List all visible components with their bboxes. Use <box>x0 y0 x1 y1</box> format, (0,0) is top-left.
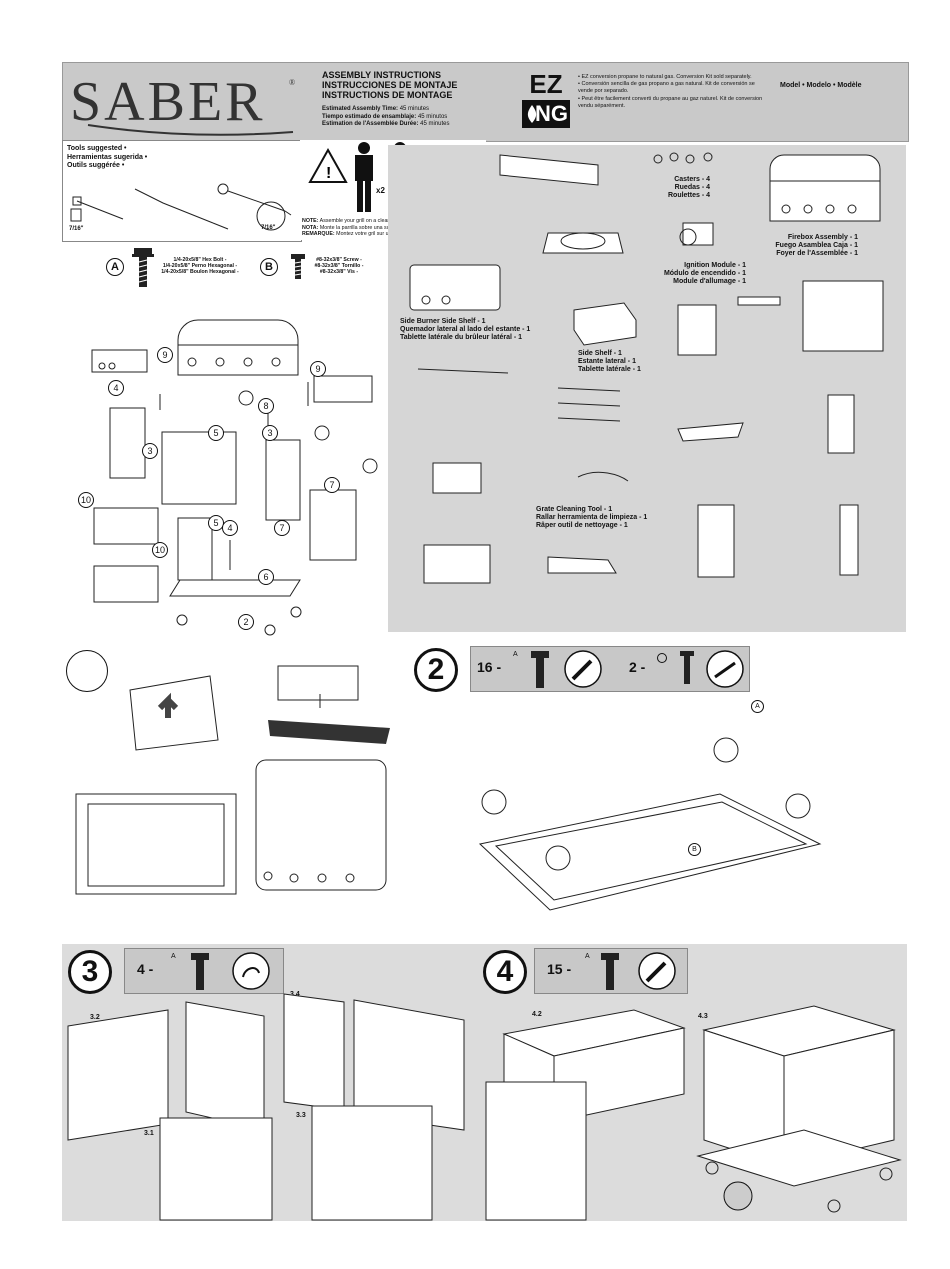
note-es: NOTA: Monte la parrilla sobre una superf… <box>302 224 441 231</box>
callout-9b: 9 <box>310 361 326 377</box>
callout-6: 6 <box>258 569 274 585</box>
exploded-view-diagram <box>91 319 378 636</box>
header-bar <box>62 62 909 142</box>
step-1-circle <box>66 650 108 692</box>
step-3-qty: 4 - <box>137 961 154 977</box>
ez-ng-logo: EZ NG <box>522 70 570 130</box>
step-2-label-b: B <box>688 843 701 856</box>
step-3-4-label: 3.4 <box>290 991 300 998</box>
step-3-letter: A <box>171 953 176 960</box>
hex-bolt-icon <box>531 651 549 688</box>
tools-label-en: Tools suggested • <box>67 145 127 152</box>
step-2-hardware-box: 16 - A 2 - <box>470 646 750 692</box>
step-2-qty-a: 16 - <box>477 659 502 675</box>
step-1-diagram <box>75 665 390 895</box>
tools-label-es: Herramientas sugerida • <box>67 153 148 161</box>
hex-bolt-icon <box>132 248 154 287</box>
step-2-letter-a: A <box>513 651 518 658</box>
screw-icon <box>291 254 305 279</box>
step-3-2-label: 3.2 <box>90 1014 100 1021</box>
step-4-3-label: 4.3 <box>698 1013 708 1020</box>
person-multiplier: x2 <box>376 186 385 195</box>
step-2-diagram <box>478 737 822 911</box>
callout-3b: 3 <box>262 425 278 441</box>
step-2-number: 2 <box>414 648 458 692</box>
step-3-hardware-box: 4 - A <box>124 948 284 994</box>
tools-label-fr: Outils suggérée • <box>67 162 125 169</box>
hex-bolt-icon <box>601 953 619 990</box>
hand-tighten-icon <box>232 952 270 990</box>
callout-5a: 5 <box>208 425 224 441</box>
step-4-number: 4 <box>483 950 527 994</box>
assembly-titles: ASSEMBLY INSTRUCTIONS INSTRUCCIONES DE M… <box>322 70 512 129</box>
step-3-number: 3 <box>68 950 112 994</box>
tool-size-left: 7/16" <box>69 226 84 232</box>
time-line-fr: Estimation de l'Assemblée Durée: 45 minu… <box>322 121 450 127</box>
warning-icon <box>308 147 348 183</box>
ez-conversion-notes: • EZ conversion propane to natural gas. … <box>578 74 768 110</box>
step-2-qty-b: 2 - <box>629 659 646 675</box>
callout-7a: 7 <box>324 477 340 493</box>
hardware-a-badge: A <box>106 258 124 276</box>
wrench-icon <box>638 952 676 990</box>
note-en: NOTE: Assemble your grill on a clean, le… <box>302 218 425 224</box>
step-2-b-badge <box>657 653 667 663</box>
callout-4a: 4 <box>108 380 124 396</box>
step-4-hardware-box: 15 - A <box>534 948 688 994</box>
callout-4b: 4 <box>222 520 238 536</box>
callout-10b: 10 <box>152 542 168 558</box>
ez-note-en: • EZ conversion propane to natural gas. … <box>578 74 752 80</box>
step-3-3-label: 3.3 <box>296 1112 306 1119</box>
wrench-icon <box>564 650 602 688</box>
hex-bolt-icon <box>191 953 209 990</box>
saber-logo: SABER ® <box>68 70 298 136</box>
step-4-2-label: 4.2 <box>532 1011 542 1018</box>
callout-7b: 7 <box>274 520 290 536</box>
hardware-a-desc: 1/4-20x5/8" Hex Bolt -1/4-20x5/8" Perno … <box>161 257 239 276</box>
time-line-es: Tiempo estimado de ensamblaje: 45 minuto… <box>322 113 448 120</box>
model-label: Model • Modelo • Modèle <box>780 82 862 89</box>
callout-9a: 9 <box>157 347 173 363</box>
hardware-b-badge: B <box>260 258 278 276</box>
registered-mark: ® <box>289 78 298 87</box>
callout-2: 2 <box>238 614 254 630</box>
step-3-diagram <box>67 993 465 1221</box>
time-line-en: Estimated Assembly Time: 45 minutes <box>322 106 430 112</box>
callout-10a: 10 <box>78 492 94 508</box>
screw-icon <box>680 651 694 684</box>
ez-note-fr: • Peut être facilement converti du propa… <box>578 95 763 109</box>
svg-text:!: ! <box>326 165 331 182</box>
tools-panel: Tools suggested • Herramientas sugerida … <box>62 140 302 242</box>
assembly-title-fr: INSTRUCTIONS DE MONTAGE <box>322 90 453 100</box>
svg-text:SABER: SABER <box>70 71 266 133</box>
step-4-qty: 15 - <box>547 961 572 977</box>
assembly-title-es: INSTRUCCIONES DE MONTAJE <box>322 80 458 90</box>
tools-illustration <box>70 183 292 231</box>
assembly-title-en: ASSEMBLY INSTRUCTIONS <box>322 70 442 80</box>
callout-8: 8 <box>258 398 274 414</box>
step-4-letter: A <box>585 953 590 960</box>
step-4-diagram <box>485 1005 902 1221</box>
tool-size-right: 7/16" <box>261 225 276 231</box>
hardware-b-desc: #8-32x3/8" Screw -#8-32x3/8" Tornillo -#… <box>314 257 364 276</box>
callout-5b: 5 <box>208 515 224 531</box>
callout-3a: 3 <box>142 443 158 459</box>
step-3-1-label: 3.1 <box>144 1130 154 1137</box>
parts-illustrations <box>409 152 884 584</box>
screwdriver-icon <box>706 650 744 688</box>
ez-note-es: • Conversión sencilla de gas propano a g… <box>578 81 755 95</box>
step-2-label-a: A <box>751 700 764 713</box>
